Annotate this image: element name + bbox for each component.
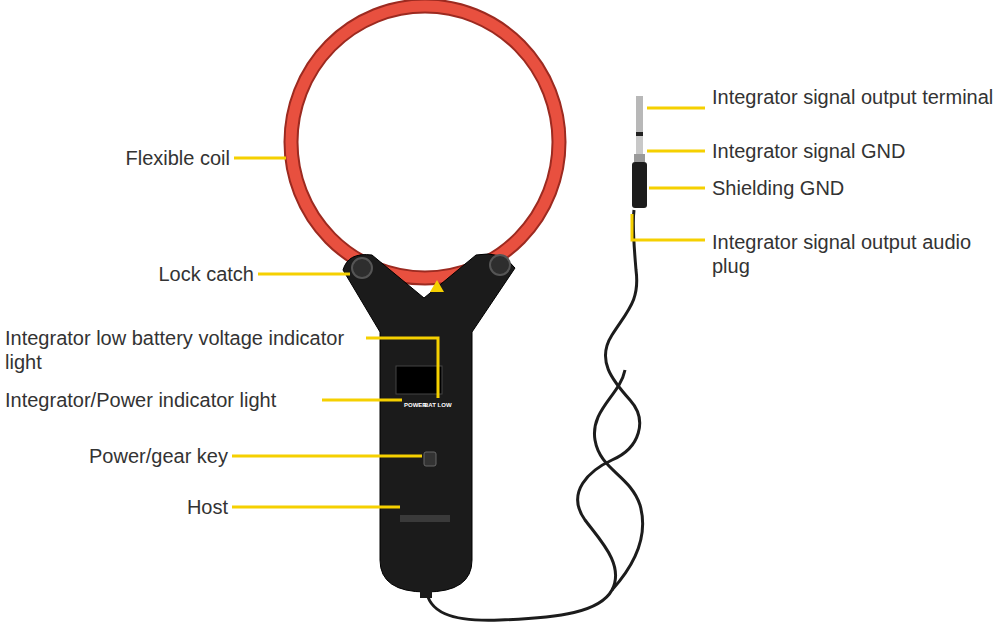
leader-line (232, 506, 400, 509)
plug-collar (634, 154, 645, 162)
leader-line (234, 157, 286, 160)
cert-marks (400, 515, 450, 522)
leader-line (632, 214, 705, 240)
cable-loop (594, 370, 642, 590)
host-body (343, 254, 515, 592)
strain-relief (420, 588, 432, 598)
leader-line (232, 455, 422, 458)
leader-line (322, 399, 402, 402)
part-label: Integrator low battery voltage indicator… (5, 326, 365, 374)
plug-sleeve (636, 136, 643, 154)
part-label: Host (20, 495, 228, 519)
leader-line (366, 338, 438, 398)
leader-line (649, 187, 705, 190)
plug-body (632, 162, 647, 208)
leader-line (647, 150, 705, 153)
part-label: Lock catch (40, 262, 254, 286)
coil-outline (291, 6, 559, 278)
plug-ring (636, 132, 643, 136)
pin-label: Integrator signal GND (712, 139, 997, 163)
pin-label: Shielding GND (712, 176, 997, 200)
flexible-coil (291, 6, 559, 278)
part-label: Integrator/Power indicator light (5, 388, 305, 412)
power-key (424, 452, 436, 466)
panel-marking: POWER (404, 402, 427, 409)
leader-lines (232, 108, 705, 507)
lock-catch (352, 258, 372, 278)
panel-marking: BAT LOW (424, 402, 452, 409)
plug-tip (636, 96, 643, 132)
display-window (396, 366, 442, 394)
part-label: Integrator signal output audio plug (712, 230, 997, 278)
lock-catch (490, 255, 510, 275)
leader-line (647, 107, 705, 110)
part-label: Flexible coil (40, 146, 230, 170)
warning-symbol (430, 280, 444, 292)
part-label: Power/gear key (20, 444, 228, 468)
part-label: Integrator signal output terminal (712, 85, 997, 109)
leader-line (258, 273, 350, 276)
